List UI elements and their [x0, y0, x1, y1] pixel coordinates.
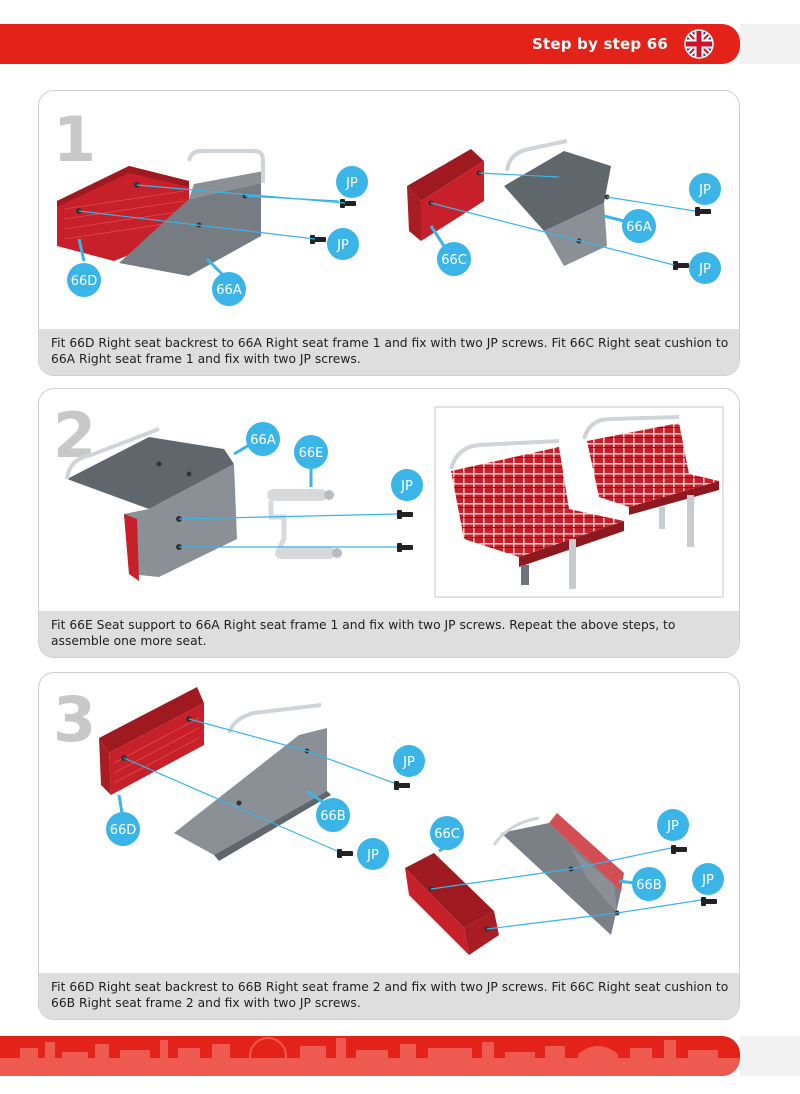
step-3-panel: 3 66D 66B JP JP [38, 672, 740, 1020]
callout-66d: 66D [110, 823, 137, 838]
uk-flag-icon [684, 29, 714, 59]
callout-66b: 66B [636, 878, 661, 893]
footer-tail [740, 1036, 800, 1076]
step-2-caption: Fit 66E Seat support to 66A Right seat f… [39, 611, 739, 657]
jp-screw [340, 199, 356, 208]
step-2-illustration: 66A 66E JP [39, 389, 739, 611]
callout-jp: JP [701, 873, 714, 888]
step-3-illustration: 66D 66B JP JP 66C [39, 673, 739, 973]
callout-jp: JP [402, 755, 415, 770]
callout-jp: JP [366, 848, 379, 863]
page-title: Step by step 66 [532, 35, 668, 53]
callout-66c: 66C [441, 253, 467, 268]
step-2-panel: 2 66A 66E JP [38, 388, 740, 658]
callout-jp: JP [698, 183, 711, 198]
callout-jp: JP [698, 262, 711, 277]
callout-66d: 66D [71, 274, 98, 289]
callout-66c: 66C [434, 827, 460, 842]
callout-66a: 66A [626, 220, 652, 235]
callout-jp: JP [400, 479, 413, 494]
callout-jp: JP [336, 238, 349, 253]
header-bar: Step by step 66 [0, 24, 740, 64]
step-1-illustration: 66D 66A JP JP 66A 66C [39, 91, 739, 331]
callout-66a: 66A [250, 433, 276, 448]
header-tail [740, 24, 800, 64]
callout-jp: JP [666, 819, 679, 834]
callout-66b: 66B [320, 809, 345, 824]
callout-66a: 66A [216, 283, 242, 298]
callout-66e: 66E [299, 446, 324, 461]
footer-skyline-bar [0, 1036, 740, 1076]
callout-jp: JP [345, 176, 358, 191]
step-3-caption: Fit 66D Right seat backrest to 66B Right… [39, 973, 739, 1019]
step-1-panel: 1 66D 66A JP [38, 90, 740, 376]
step-1-caption: Fit 66D Right seat backrest to 66A Right… [39, 329, 739, 375]
london-skyline-icon [0, 1036, 740, 1076]
